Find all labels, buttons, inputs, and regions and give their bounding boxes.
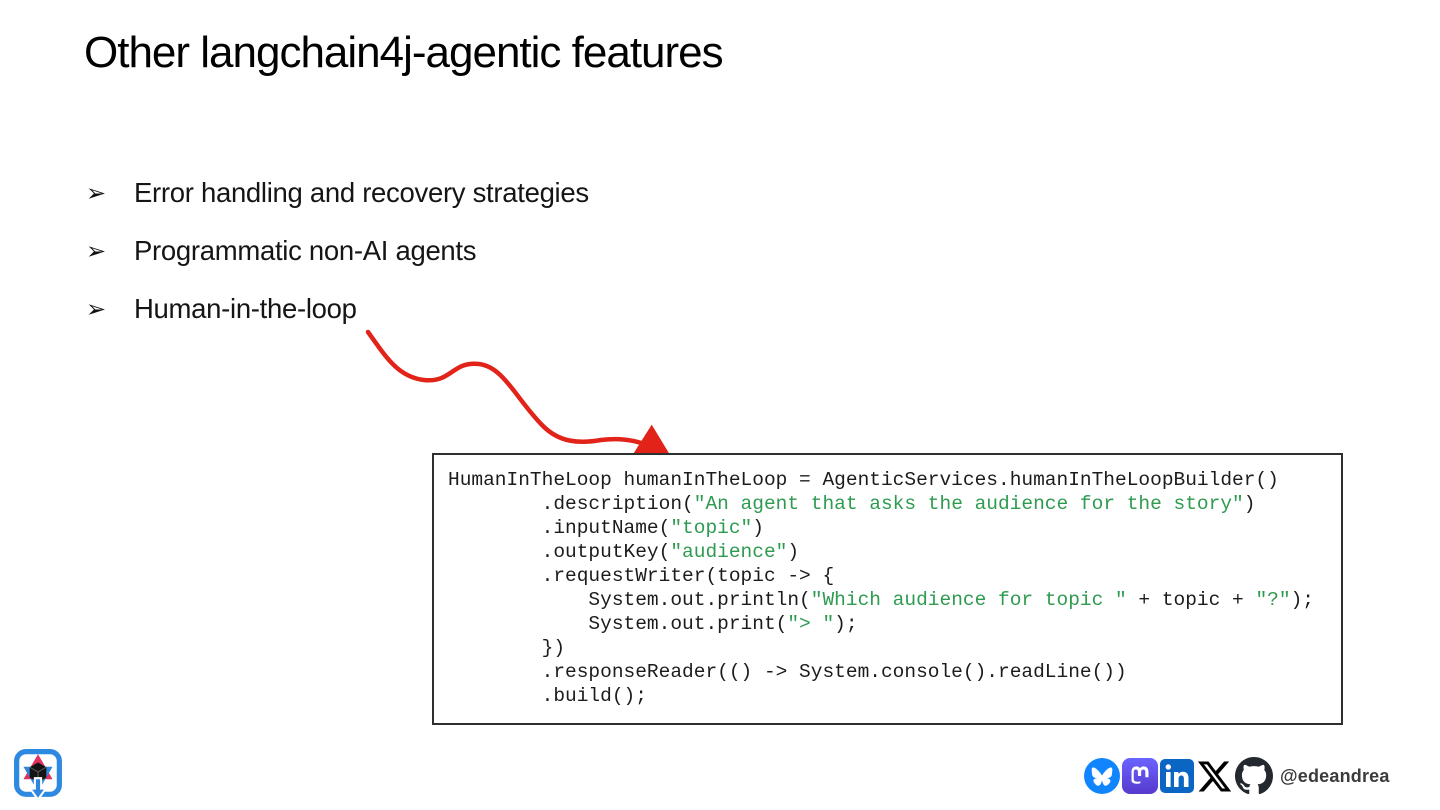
- bluesky-icon[interactable]: [1084, 758, 1120, 794]
- arrowhead-bullet-icon: ➢: [86, 295, 107, 323]
- mastodon-icon[interactable]: [1122, 758, 1158, 794]
- list-item: ➢ Programmatic non-AI agents: [86, 235, 589, 266]
- bullet-label: Human-in-the-loop: [134, 293, 357, 324]
- list-item: ➢ Error handling and recovery strategies: [86, 177, 589, 208]
- github-icon[interactable]: [1235, 757, 1273, 795]
- arrowhead-bullet-icon: ➢: [86, 179, 107, 207]
- social-bar: @edeandrea: [1084, 757, 1390, 795]
- bullet-list: ➢ Error handling and recovery strategies…: [86, 177, 589, 352]
- code-snippet-box: HumanInTheLoop humanInTheLoop = AgenticS…: [432, 453, 1343, 725]
- x-icon[interactable]: [1196, 758, 1233, 795]
- code: HumanInTheLoop humanInTheLoop = AgenticS…: [448, 469, 1314, 707]
- page-title: Other langchain4j-agentic features: [84, 28, 724, 77]
- linkedin-icon[interactable]: [1160, 759, 1194, 793]
- social-handle: @edeandrea: [1280, 765, 1390, 786]
- conference-cube-logo-icon[interactable]: [13, 749, 63, 799]
- arrowhead-bullet-icon: ➢: [86, 237, 107, 265]
- bullet-label: Programmatic non-AI agents: [134, 235, 477, 266]
- list-item: ➢ Human-in-the-loop: [86, 293, 589, 324]
- bullet-label: Error handling and recovery strategies: [134, 177, 589, 208]
